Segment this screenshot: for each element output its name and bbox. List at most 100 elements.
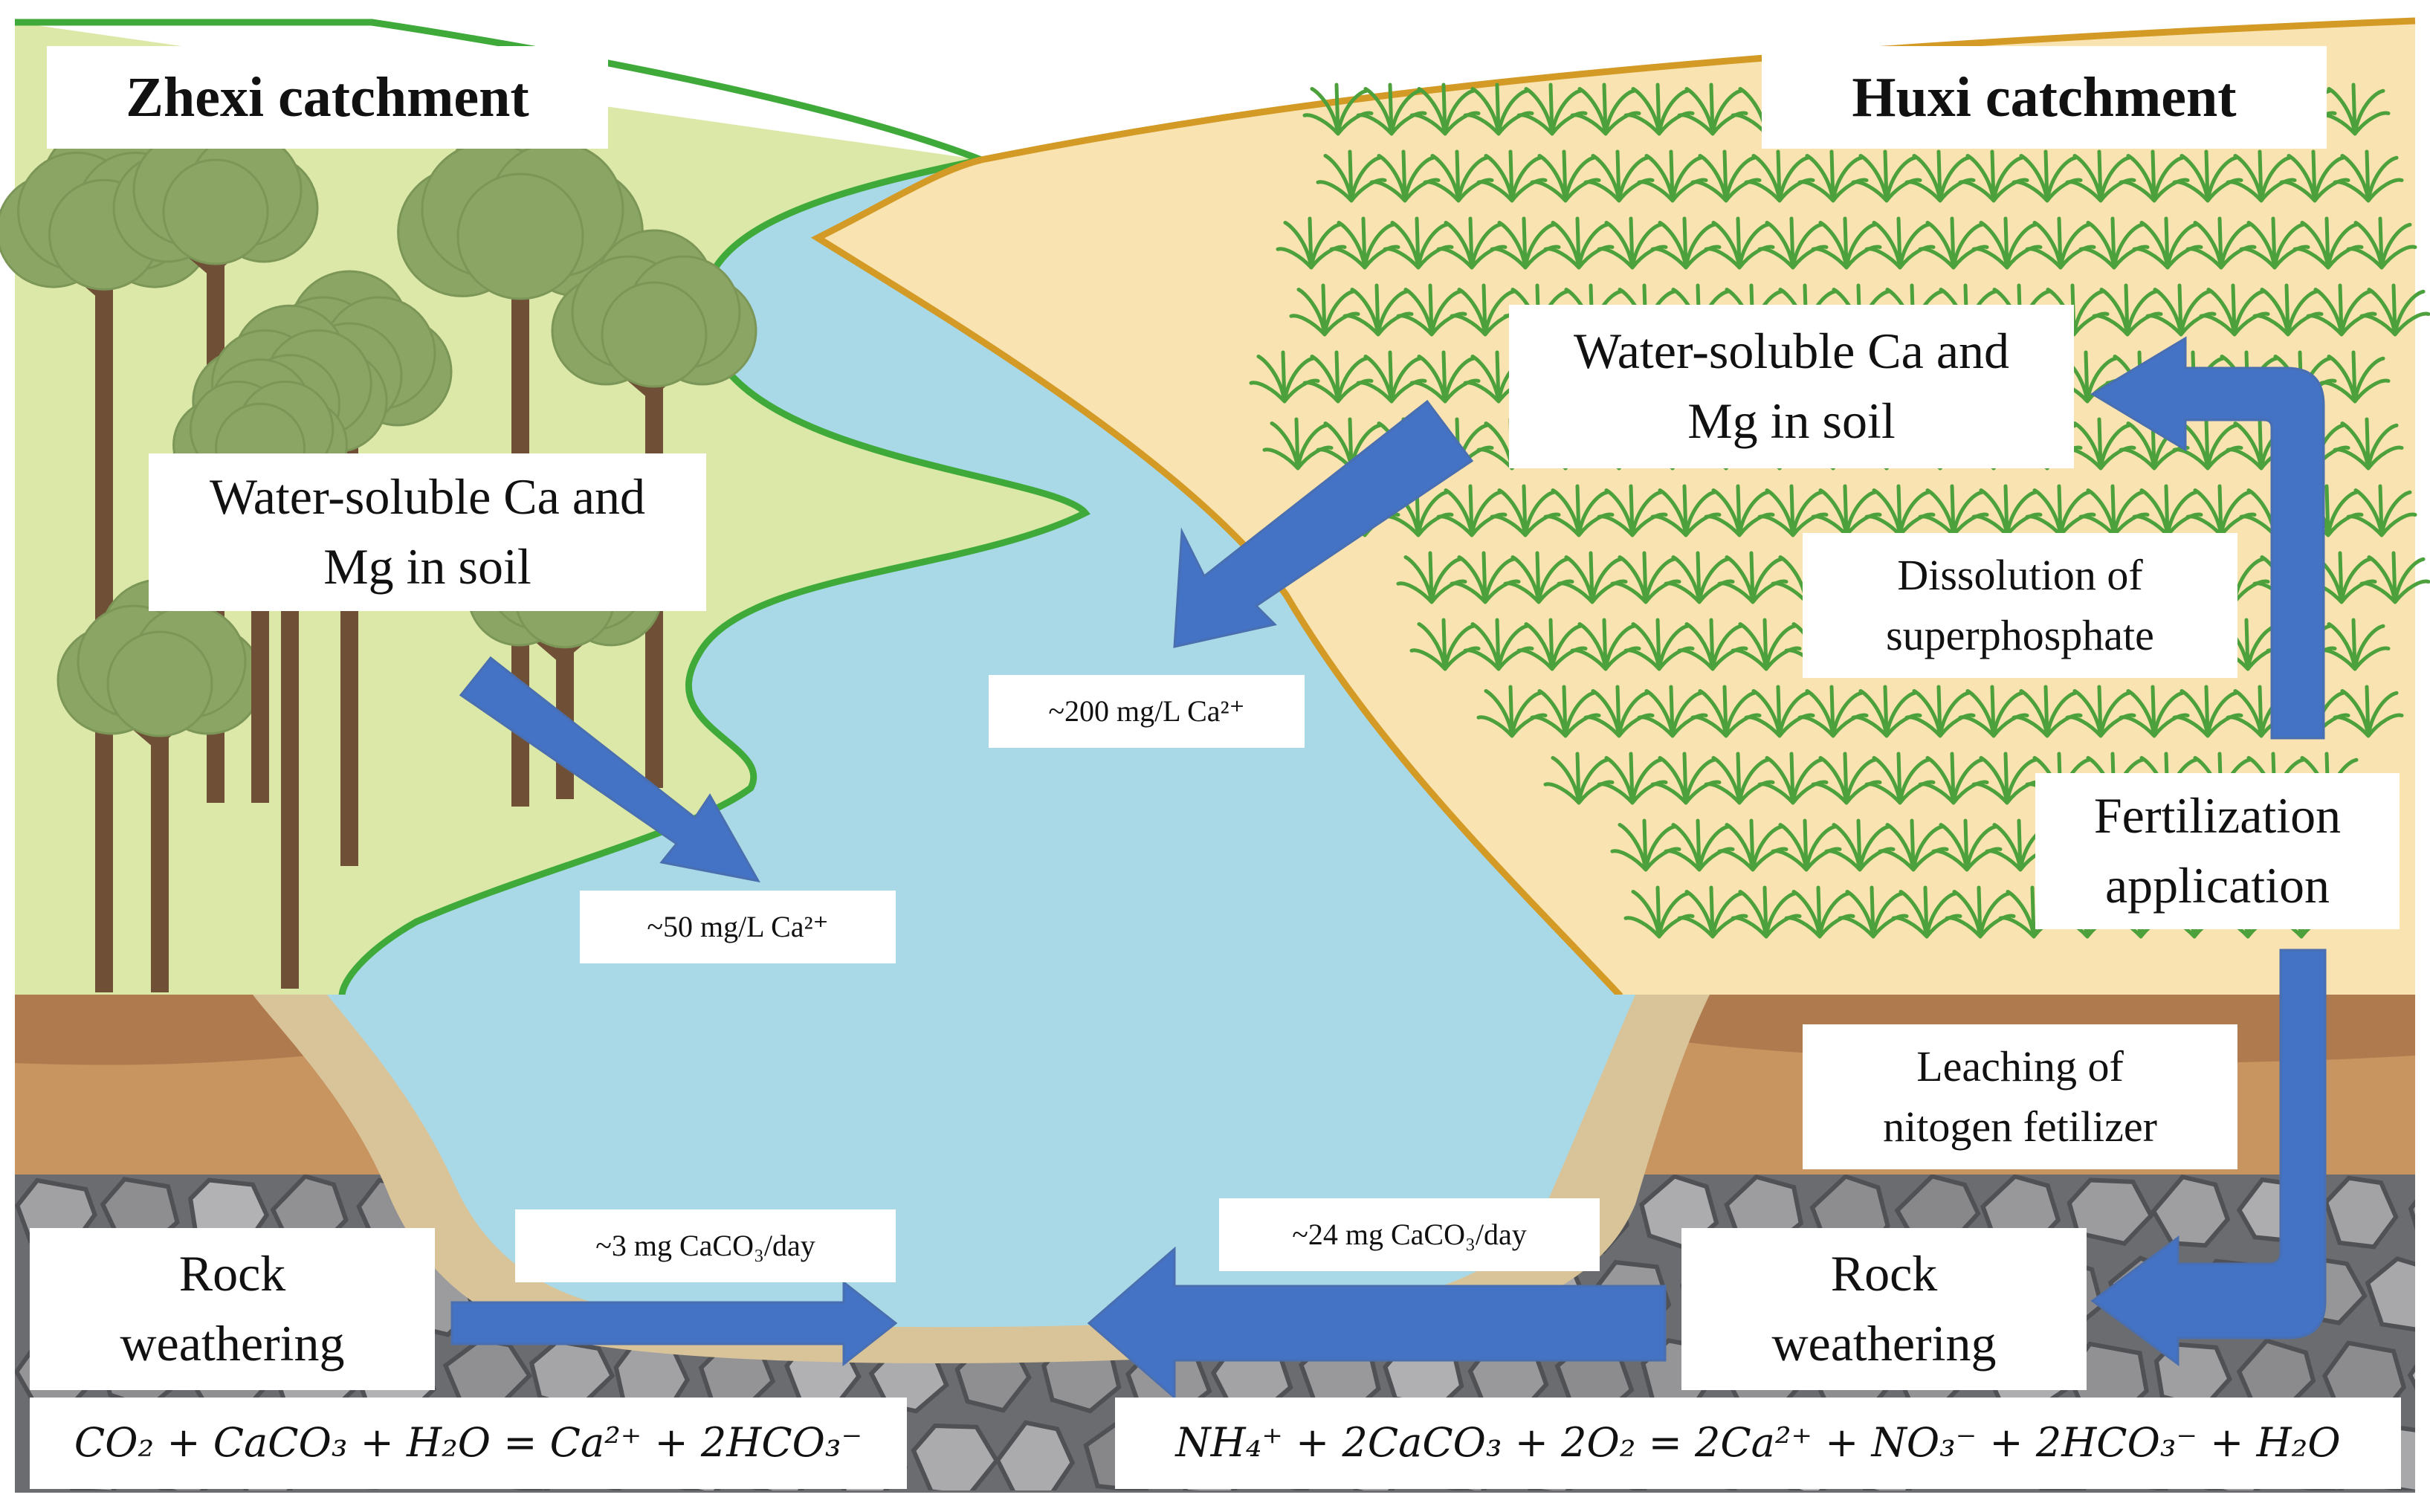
- rice-plant-icon: [1918, 484, 1989, 537]
- huxi-soil-label: Water-soluble Ca and Mg in soil: [1509, 305, 2074, 468]
- rice-plant-icon: [2252, 283, 2324, 337]
- rice-plant-icon: [1985, 818, 2056, 872]
- huxi-bank-line: [810, 156, 1623, 999]
- rice-plant-icon: [1811, 752, 1882, 805]
- rice-plant-icon: [1744, 149, 1815, 203]
- rice-plant-icon: [2226, 149, 2297, 203]
- rice-plant-icon: [1623, 885, 1695, 939]
- rice-plant-icon: [1904, 685, 1976, 738]
- rice-plant-icon: [1396, 283, 1467, 337]
- rice-plant-icon: [1463, 618, 1534, 671]
- rice-plant-icon: [1945, 885, 2016, 939]
- rice-plant-icon: [1276, 216, 1347, 270]
- stone: [995, 1420, 1076, 1490]
- stone: [911, 1423, 1000, 1490]
- rice-plant-icon: [1931, 818, 2003, 872]
- rice-plant-icon: [2172, 149, 2243, 203]
- rice-plant-icon: [2359, 283, 2430, 337]
- rice-plant-icon: [2078, 484, 2150, 537]
- zhexi-ridge-line: [15, 19, 983, 164]
- rice-plant-icon: [1664, 818, 1735, 872]
- huxi-ridge-line: [980, 17, 2416, 164]
- rice-plant-icon: [1690, 685, 1762, 738]
- rice-plant-icon: [2011, 149, 2083, 203]
- stone: [2067, 1177, 2154, 1247]
- rice-plant-icon: [1650, 216, 1722, 270]
- arrow-huxi-rock-to-lake: [1087, 1246, 1667, 1400]
- rice-plant-icon: [2333, 685, 2404, 738]
- rice-plant-icon: [1583, 685, 1655, 738]
- rice-plant-icon: [2292, 216, 2364, 270]
- zhexi-title: Zhexi catchment: [47, 46, 608, 149]
- rice-plant-icon: [1650, 484, 1722, 537]
- rice-plant-icon: [1530, 685, 1601, 738]
- huxi-concentration: ~200 mg/L Ca²⁺: [989, 675, 1305, 748]
- huxi-rock-label: Rock weathering: [1681, 1228, 2087, 1390]
- rice-plant-icon: [1490, 484, 1561, 537]
- rice-plant-icon: [2078, 216, 2150, 270]
- rice-plant-icon: [1623, 618, 1695, 671]
- rice-plant-icon: [2065, 149, 2136, 203]
- rice-plant-icon: [1690, 149, 1762, 203]
- rice-plant-icon: [1329, 216, 1400, 270]
- zhexi-equation: CO₂ + CaCO₃ + H₂O = Ca²⁺ + 2HCO₃⁻: [30, 1398, 907, 1489]
- rice-plant-icon: [1436, 216, 1508, 270]
- rice-plant-icon: [1543, 216, 1615, 270]
- rice-plant-icon: [1824, 818, 1896, 872]
- rice-plant-icon: [1864, 216, 1936, 270]
- rice-plant-icon: [2346, 484, 2417, 537]
- rice-plant-icon: [1757, 752, 1829, 805]
- rice-plant-icon: [2319, 350, 2391, 404]
- huxi-title: Huxi catchment: [1762, 46, 2327, 149]
- rice-plant-icon: [1757, 484, 1829, 537]
- stone: [2151, 1175, 2231, 1248]
- stone: [2365, 1256, 2415, 1332]
- rice-plant-icon: [2132, 484, 2203, 537]
- rice-plant-icon: [1356, 350, 1427, 404]
- rice-plant-icon: [1409, 350, 1481, 404]
- zhexi-rock-label: Rock weathering: [30, 1228, 435, 1390]
- rice-plant-icon: [2119, 149, 2190, 203]
- rice-plant-icon: [1610, 551, 1681, 604]
- rice-plant-icon: [2319, 83, 2391, 136]
- rice-plant-icon: [1249, 350, 1320, 404]
- arrow-huxi-soil-to-river: [1173, 399, 1474, 648]
- rice-plant-icon: [1958, 685, 2029, 738]
- arrow-zhexi-soil-to-river: [459, 656, 760, 883]
- rice-plant-icon: [2359, 551, 2430, 604]
- rice-plant-icon: [1476, 149, 1548, 203]
- rice-plant-icon: [1583, 149, 1655, 203]
- rice-plant-icon: [1610, 818, 1681, 872]
- rice-plant-icon: [1918, 752, 1989, 805]
- tree-icon: [551, 229, 757, 788]
- stone: [2408, 1199, 2415, 1231]
- dissolution-label: Dissolution of superphosphate: [1803, 533, 2237, 678]
- rice-plant-icon: [1811, 484, 1882, 537]
- rice-plant-icon: [2346, 216, 2417, 270]
- rice-plant-icon: [1891, 885, 1962, 939]
- rice-plant-icon: [2306, 551, 2377, 604]
- tree-icon: [112, 106, 319, 803]
- rice-plant-icon: [1436, 484, 1508, 537]
- rice-plant-icon: [1838, 885, 1909, 939]
- rice-plant-icon: [1316, 149, 1387, 203]
- rice-plant-icon: [1704, 752, 1775, 805]
- zhexi-concentration: ~50 mg/L Ca²⁺: [580, 891, 896, 963]
- rice-plant-icon: [1704, 216, 1775, 270]
- arrow-fertilization-to-rock: [2090, 949, 2327, 1366]
- rice-plant-icon: [1570, 618, 1641, 671]
- rice-plant-icon: [2065, 685, 2136, 738]
- rice-plant-icon: [1717, 818, 1788, 872]
- rice-plant-icon: [2065, 417, 2136, 471]
- rice-plant-icon: [1650, 752, 1722, 805]
- arrow-fertilization-to-soil: [2090, 336, 2325, 740]
- rice-plant-icon: [2306, 283, 2377, 337]
- rice-plant-icon: [2199, 283, 2270, 337]
- rice-plant-icon: [1597, 484, 1668, 537]
- rice-plant-icon: [2319, 618, 2391, 671]
- rice-plant-icon: [1971, 752, 2043, 805]
- rice-plant-icon: [1262, 417, 1334, 471]
- rice-plant-icon: [1342, 283, 1414, 337]
- rice-plant-icon: [1543, 752, 1615, 805]
- rice-plant-icon: [1316, 417, 1387, 471]
